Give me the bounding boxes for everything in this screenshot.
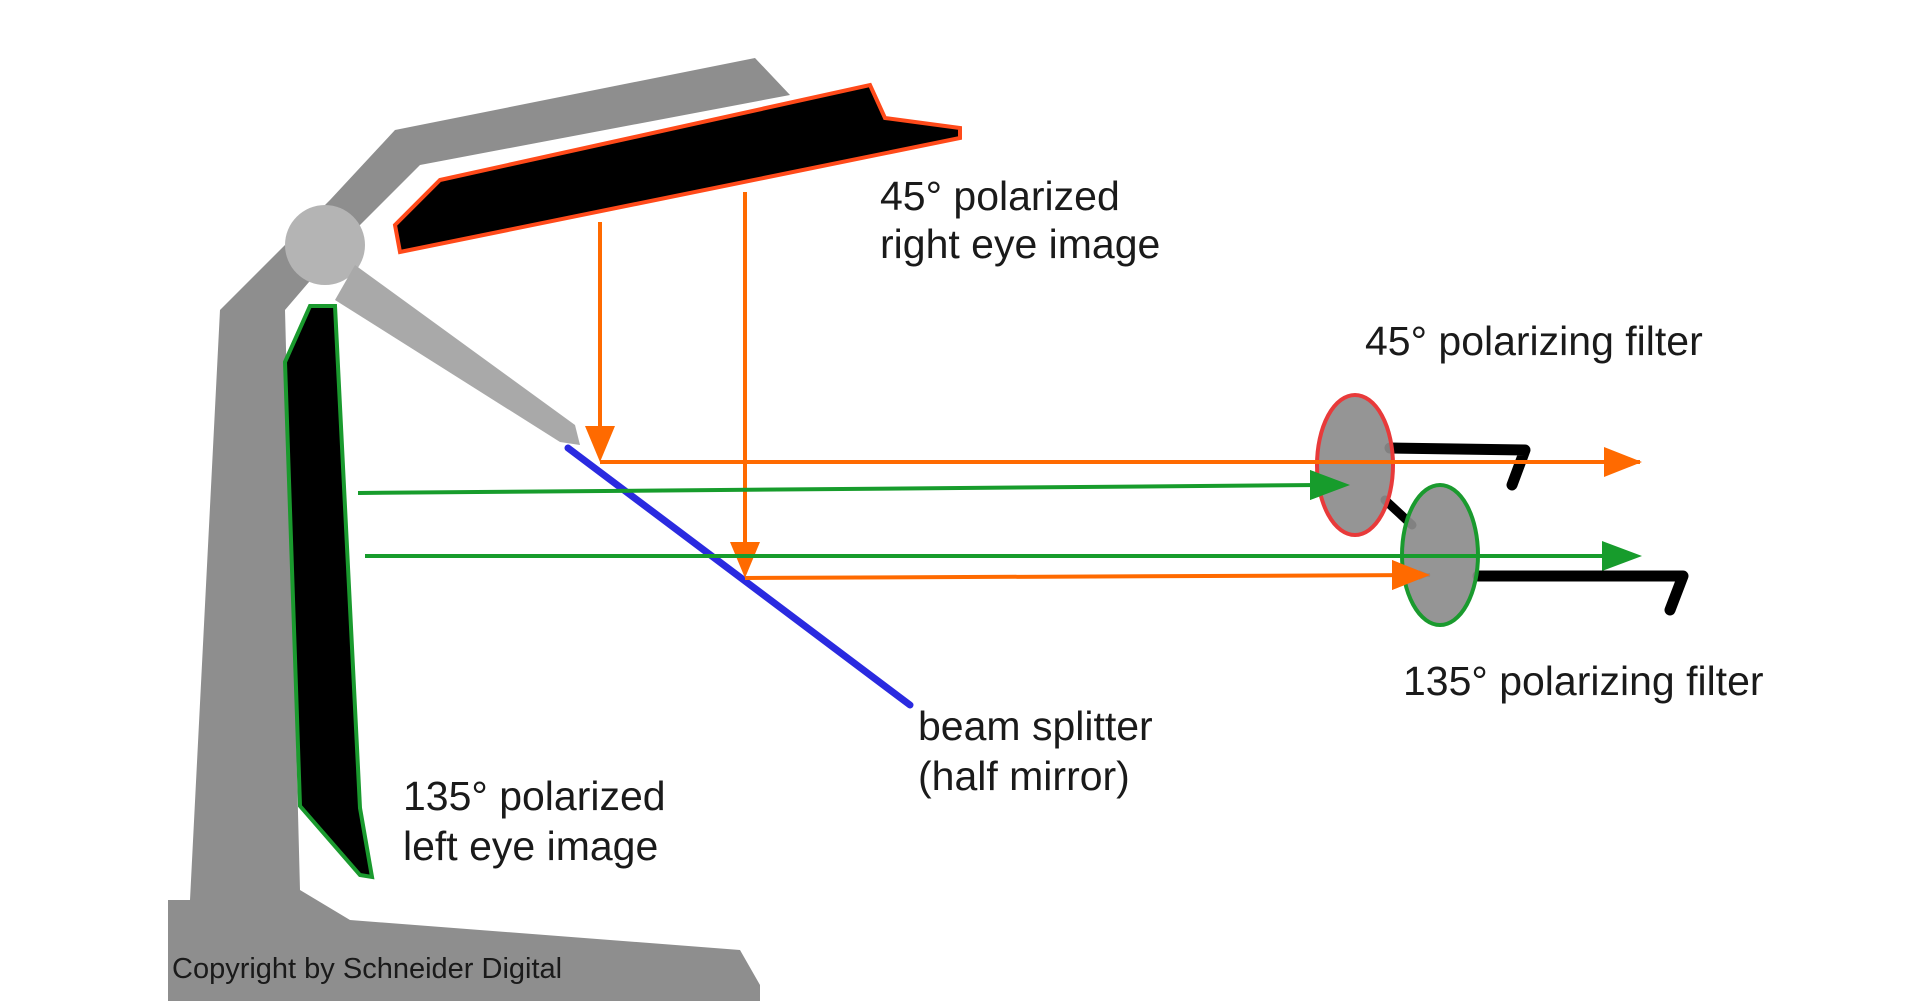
orange-arrowhead-right-2-front [1392, 560, 1430, 590]
right-eye-screen [392, 82, 962, 255]
temple-135-filter [1472, 570, 1689, 616]
filter-45-label: 45° polarizing filter [1365, 318, 1703, 364]
monitor-stand [168, 58, 790, 1001]
temple-45-filter [1384, 442, 1531, 491]
left-eye-screen [282, 304, 375, 880]
left-eye-label-line2: left eye image [403, 823, 658, 869]
orange-arrowhead-down-1 [585, 426, 615, 462]
right-eye-label-line1: 45° polarized [880, 173, 1120, 219]
green-ray-1 [357, 483, 1321, 495]
stand-body [168, 58, 790, 1001]
orange-arrowhead-right-1 [1604, 447, 1642, 477]
left-eye-label-line1: 135° polarized [403, 773, 666, 819]
right-eye-label-line2: right eye image [880, 221, 1160, 267]
mirror-support-arm [335, 265, 580, 445]
orange-arrowhead-down-2 [730, 542, 760, 578]
green-arrowhead-1-front [1310, 470, 1350, 500]
orange-ray-horizontal-2 [744, 570, 1431, 581]
copyright-text: Copyright by Schneider Digital [172, 953, 562, 985]
filter-135-label: 135° polarizing filter [1403, 658, 1764, 704]
polarized-glasses-icon [1315, 393, 1689, 627]
beam-splitter-label-line1: beam splitter [918, 703, 1153, 749]
hinge-joint-icon [285, 205, 365, 285]
beam-splitter-label-line2: (half mirror) [918, 753, 1130, 799]
filter-45 [1315, 393, 1395, 537]
green-arrowhead-2 [1602, 541, 1642, 571]
